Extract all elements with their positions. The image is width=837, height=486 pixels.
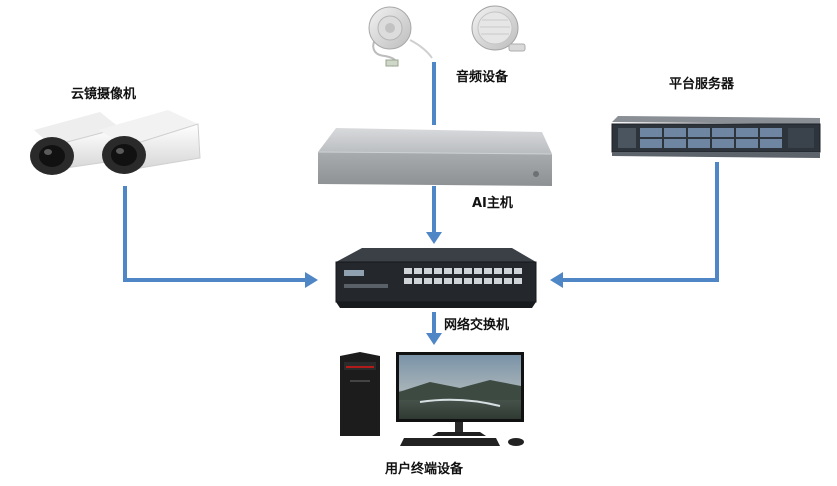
arrow-heads <box>305 232 563 345</box>
ai-host-label: AI主机 <box>472 196 513 211</box>
user-terminal-image <box>340 352 524 446</box>
cloud-camera-label: 云镜摄像机 <box>71 87 137 102</box>
camera-to-switch-line <box>123 186 305 282</box>
arrow-head-down-host <box>426 232 442 244</box>
network-switch-label: 网络交换机 <box>444 318 510 333</box>
platform-server-image <box>611 116 821 158</box>
network-switch-image <box>335 248 537 308</box>
arrow-head-down-terminal <box>426 333 442 345</box>
arrow-head-left-server <box>550 272 563 288</box>
arrow-head-right-camera <box>305 272 318 288</box>
ai-host-image <box>317 128 553 186</box>
connection-arrows <box>123 62 719 333</box>
audio-device-label: 音频设备 <box>456 70 509 85</box>
user-terminal-label: 用户终端设备 <box>385 462 464 477</box>
audio-devices-image <box>368 5 526 67</box>
platform-server-label: 平台服务器 <box>669 77 735 92</box>
server-to-switch-line <box>563 162 719 282</box>
cloud-camera-image <box>30 110 201 175</box>
